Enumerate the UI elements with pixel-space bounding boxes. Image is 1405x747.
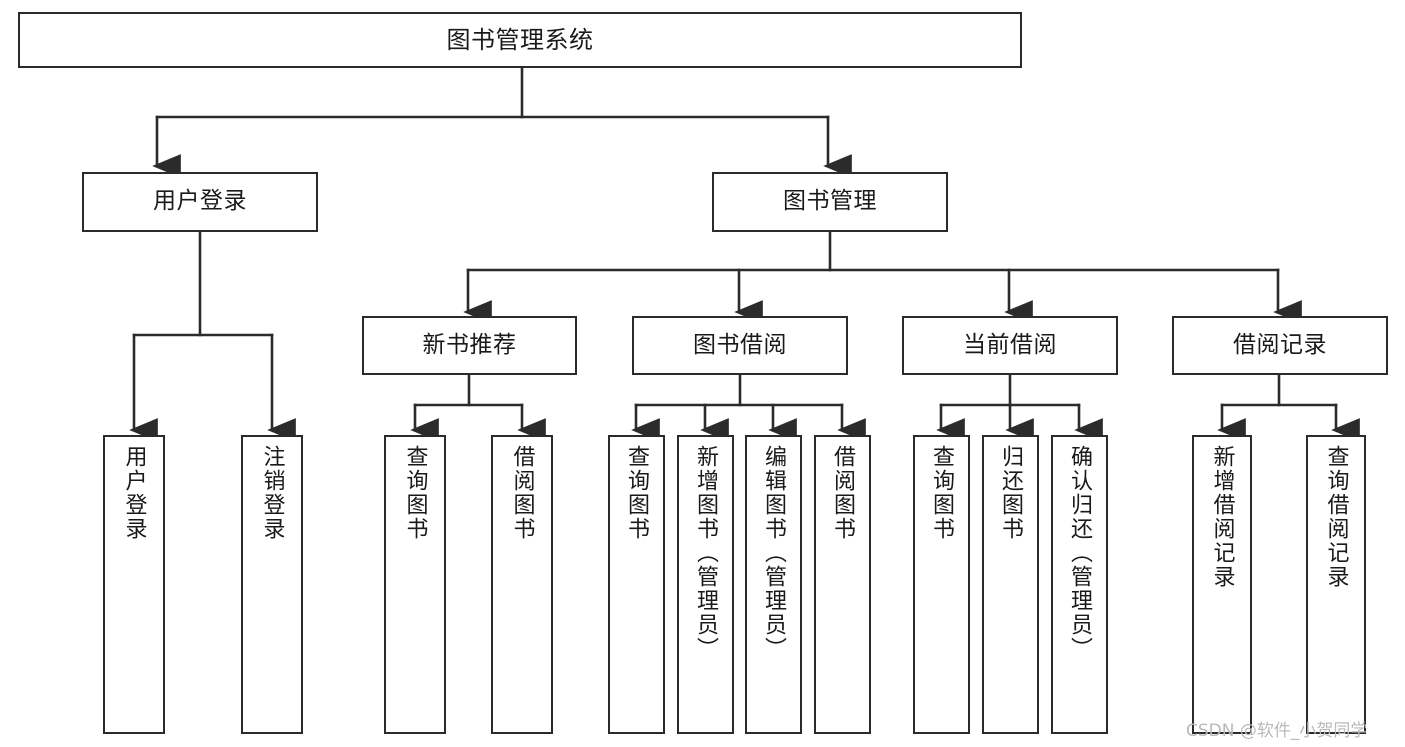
node-label: 图书借阅 <box>693 331 787 358</box>
node-new-book-recommend[interactable]: 新书推荐 <box>362 316 577 375</box>
node-label: 归还图书 <box>998 445 1024 541</box>
node-root-book-management-system[interactable]: 图书管理系统 <box>18 12 1022 68</box>
node-label: 查询借阅记录 <box>1323 445 1349 589</box>
node-label: 图书管理 <box>783 188 877 215</box>
node-label: 注销登录 <box>259 445 285 541</box>
leaf-borrow-record-add-record[interactable]: 新增借阅记录 <box>1192 435 1252 734</box>
leaf-current-borrow-return-book[interactable]: 归还图书 <box>982 435 1039 734</box>
node-label: 查询图书 <box>402 445 428 541</box>
node-label: 新增图书（管理员） <box>693 445 719 661</box>
node-label: 借阅记录 <box>1233 331 1327 358</box>
node-user-login[interactable]: 用户登录 <box>82 172 318 232</box>
leaf-user-login-logout[interactable]: 注销登录 <box>241 435 303 734</box>
leaf-user-login-login[interactable]: 用户登录 <box>103 435 165 734</box>
node-label: 用户登录 <box>121 445 147 541</box>
node-label: 借阅图书 <box>830 445 856 541</box>
leaf-book-borrow-query-book[interactable]: 查询图书 <box>608 435 665 734</box>
node-label: 确认归还（管理员） <box>1067 445 1093 661</box>
node-borrow-record[interactable]: 借阅记录 <box>1172 316 1388 375</box>
node-label: 编辑图书（管理员） <box>761 445 787 661</box>
node-label: 查询图书 <box>929 445 955 541</box>
node-book-borrow[interactable]: 图书借阅 <box>632 316 848 375</box>
node-label: 当前借阅 <box>963 331 1057 358</box>
leaf-borrow-record-query-record[interactable]: 查询借阅记录 <box>1306 435 1366 734</box>
leaf-book-borrow-edit-book-admin[interactable]: 编辑图书（管理员） <box>745 435 802 734</box>
leaf-book-borrow-add-book-admin[interactable]: 新增图书（管理员） <box>677 435 734 734</box>
leaf-new-book-borrow-book[interactable]: 借阅图书 <box>491 435 553 734</box>
leaf-current-borrow-query-book[interactable]: 查询图书 <box>913 435 970 734</box>
node-label: 新书推荐 <box>422 331 517 358</box>
leaf-current-borrow-confirm-return-admin[interactable]: 确认归还（管理员） <box>1051 435 1108 734</box>
leaf-new-book-query-book[interactable]: 查询图书 <box>384 435 446 734</box>
leaf-book-borrow-borrow-book[interactable]: 借阅图书 <box>814 435 871 734</box>
node-label: 借阅图书 <box>509 445 535 541</box>
node-label: 图书管理系统 <box>446 25 594 54</box>
node-label: 新增借阅记录 <box>1209 445 1235 589</box>
node-label: 用户登录 <box>153 188 247 215</box>
node-current-borrow[interactable]: 当前借阅 <box>902 316 1118 375</box>
node-book-management[interactable]: 图书管理 <box>712 172 948 232</box>
node-label: 查询图书 <box>624 445 650 541</box>
